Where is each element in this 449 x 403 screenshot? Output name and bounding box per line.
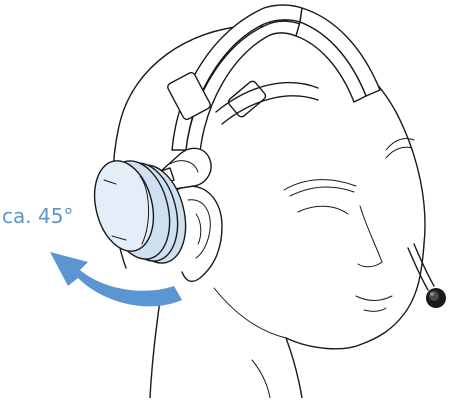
rotation-angle-label: ca. 45° — [2, 204, 73, 228]
face-details — [284, 138, 414, 311]
headband — [166, 5, 380, 152]
